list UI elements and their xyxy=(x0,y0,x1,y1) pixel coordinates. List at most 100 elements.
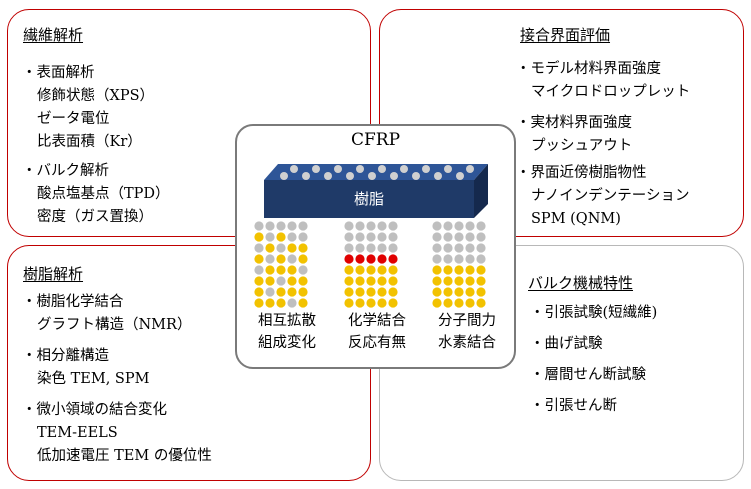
zeta-item: ゼータ電位 xyxy=(37,111,110,127)
mechanism-intermolecular: 分子間力 水素結合 xyxy=(427,310,507,354)
intermolecular-line1: 分子間力 xyxy=(438,313,496,329)
fiber-dot xyxy=(476,232,486,242)
phase-sep-group: ・相分離構造 染色 TEM, SPM xyxy=(22,345,149,391)
resin-dot xyxy=(465,265,475,275)
resin-dot xyxy=(432,265,442,275)
interdiffusion-line2: 組成変化 xyxy=(258,335,316,351)
spm-qnm-item: SPM (QNM) xyxy=(531,211,621,227)
resin-dot xyxy=(355,265,365,275)
tensile-shear-item: ・引張せん断 xyxy=(530,398,617,414)
resin-dot xyxy=(432,276,442,286)
resin-dot xyxy=(254,276,264,286)
bond-dot xyxy=(344,254,354,264)
fiber-dot xyxy=(465,232,475,242)
bond-dot xyxy=(388,254,398,264)
fiber-dot xyxy=(388,232,398,242)
resin-dot xyxy=(344,298,354,308)
fiber-dot xyxy=(432,232,442,242)
fiber-dot xyxy=(454,232,464,242)
cfrp-panel: CFRP 樹脂 相互拡散 組成変化 化学結合 反応有無 分子間力 水素結合 xyxy=(235,124,516,369)
chem-bond-bullet: ・樹脂化学結合 xyxy=(22,294,124,310)
bending-item: ・曲げ試験 xyxy=(530,336,603,352)
resin-dot xyxy=(265,243,275,253)
fiber-dot xyxy=(443,254,453,264)
resin-dot xyxy=(287,276,297,286)
fiber-dot xyxy=(377,243,387,253)
fiber-dot xyxy=(298,265,308,275)
resin-dot xyxy=(476,265,486,275)
model-strength-group: ・モデル材料界面強度 マイクロドロップレット xyxy=(516,58,690,104)
fiber-dot xyxy=(344,232,354,242)
chemical-bond-line1: 化学結合 xyxy=(348,313,406,329)
resin-dot xyxy=(276,287,286,297)
micro-region-group: ・微小領域の結合変化 TEM-EELS 低加速電圧 TEM の優位性 xyxy=(22,399,212,468)
tpd-item: 酸点塩基点（TPD） xyxy=(37,186,170,202)
fiber-dot xyxy=(276,243,286,253)
interface-eval-panel: 接合界面評価 ・モデル材料界面強度 マイクロドロップレット ・実材料界面強度 プ… xyxy=(379,9,744,237)
bond-dot xyxy=(366,254,376,264)
surface-area-item: 比表面積（Kr） xyxy=(37,134,142,150)
resin-dot xyxy=(287,265,297,275)
resin-dot xyxy=(265,276,275,286)
resin-dot xyxy=(443,276,453,286)
resin-block-front xyxy=(264,180,474,218)
fiber-dot xyxy=(377,221,387,231)
fiber-dot xyxy=(465,243,475,253)
fiber-dot xyxy=(254,243,264,253)
fiber-dot xyxy=(443,243,453,253)
fiber-dot xyxy=(355,243,365,253)
fiber-dot xyxy=(432,221,442,231)
fiber-dot xyxy=(265,254,275,264)
surface-analysis-bullet: ・表面解析 xyxy=(22,65,95,81)
chem-bond-group: ・樹脂化学結合 グラフト構造（NMR） xyxy=(22,291,191,337)
mechanism-chemical-bond: 化学結合 反応有無 xyxy=(337,310,417,354)
fiber-analysis-panel: 繊維解析 ・表面解析 修飾状態（XPS） ゼータ電位 比表面積（Kr） ・バルク… xyxy=(7,9,371,237)
resin-dot xyxy=(276,298,286,308)
fiber-dot xyxy=(454,221,464,231)
fiber-dot xyxy=(432,243,442,253)
resin-dot xyxy=(276,265,286,275)
resin-dot xyxy=(432,287,442,297)
resin-dot xyxy=(476,298,486,308)
fiber-dot xyxy=(344,221,354,231)
resin-dot xyxy=(287,287,297,297)
resin-block-top xyxy=(264,164,488,180)
resin-label: 樹脂 xyxy=(354,190,384,208)
fiber-dot xyxy=(287,221,297,231)
resin-dot xyxy=(254,287,264,297)
resin-dot xyxy=(443,287,453,297)
fiber-dot xyxy=(287,254,297,264)
surface-analysis-group: ・表面解析 修飾状態（XPS） ゼータ電位 比表面積（Kr） xyxy=(22,62,154,154)
resin-block: 樹脂 xyxy=(264,164,488,218)
resin-dot xyxy=(287,243,297,253)
intermolecular-grid xyxy=(432,221,486,308)
resin-dot xyxy=(377,265,387,275)
low-voltage-tem-item: 低加速電圧 TEM の優位性 xyxy=(37,448,212,464)
resin-dot xyxy=(377,298,387,308)
fiber-dot xyxy=(276,221,286,231)
fiber-dot xyxy=(287,232,297,242)
resin-dot xyxy=(366,298,376,308)
resin-dot xyxy=(265,298,275,308)
resin-dot xyxy=(254,232,264,242)
interdiffusion-grid xyxy=(254,221,308,308)
resin-dot xyxy=(454,298,464,308)
resin-dot xyxy=(432,298,442,308)
fiber-dot xyxy=(476,254,486,264)
mechanism-interdiffusion: 相互拡散 組成変化 xyxy=(247,310,327,354)
resin-dot xyxy=(388,287,398,297)
fiber-dot xyxy=(454,254,464,264)
fiber-dot xyxy=(366,232,376,242)
microdroplet-item: マイクロドロップレット xyxy=(531,84,691,100)
bulk-mech-title: バルク機械特性 xyxy=(528,274,634,292)
fiber-dot xyxy=(454,243,464,253)
resin-dot xyxy=(276,232,286,242)
fiber-dot xyxy=(265,287,275,297)
resin-dot xyxy=(443,265,453,275)
fiber-dot xyxy=(344,243,354,253)
fiber-dot xyxy=(355,221,365,231)
resin-block-side xyxy=(474,164,488,218)
resin-dot xyxy=(254,254,264,264)
fiber-dot xyxy=(298,232,308,242)
fiber-dot xyxy=(476,221,486,231)
